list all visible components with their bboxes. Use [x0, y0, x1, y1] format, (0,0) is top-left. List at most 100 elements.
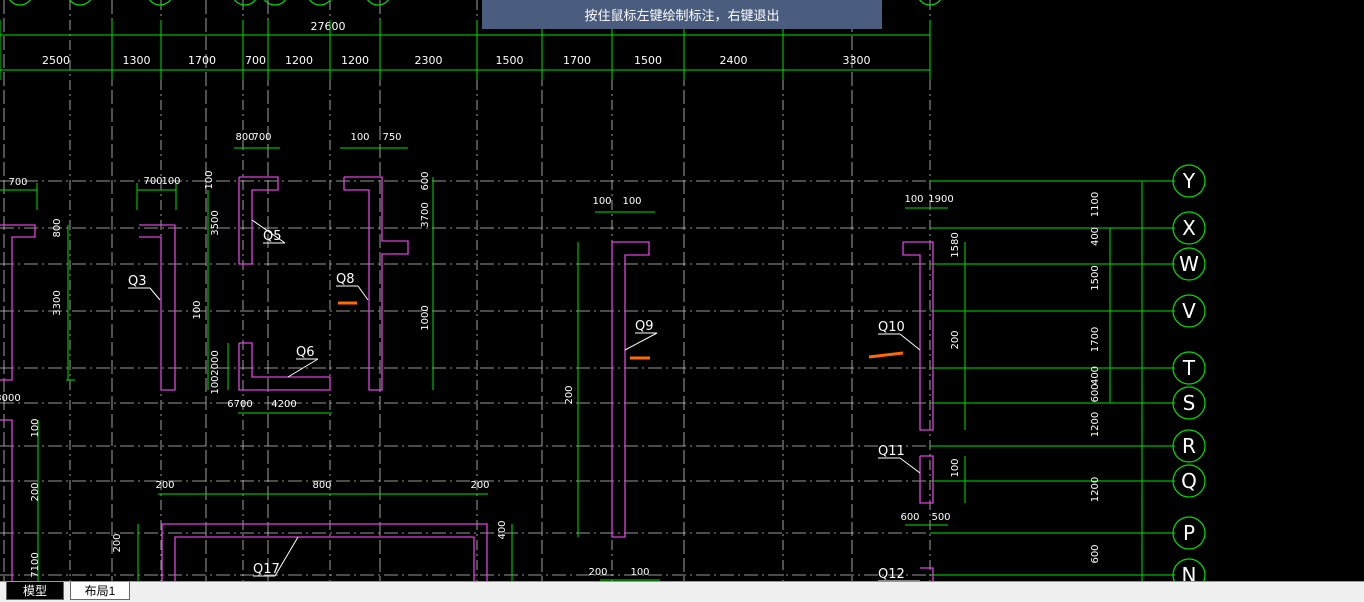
local-dimension-text: 100 [204, 170, 215, 189]
axis-bubble [1172, 351, 1206, 385]
local-dimension-text: 500 [931, 512, 950, 523]
local-dimension-text: 1000 [420, 305, 431, 330]
local-dimension-text: 200 [564, 385, 575, 404]
wall-label-leader [357, 285, 369, 301]
local-dimension-text: 750 [382, 132, 401, 143]
local-dimension-text: 100 [630, 567, 649, 578]
dimension-text-right: 600 [1090, 383, 1101, 402]
axis-bubble [1172, 558, 1206, 581]
axis-bubble-label: V [1182, 299, 1196, 323]
local-dimension-text: 3700 [420, 202, 431, 227]
axis-bubble-label: R [1182, 434, 1196, 458]
dimension-text-top: 1500 [496, 54, 524, 67]
local-dimension-text: 1900 [928, 194, 953, 205]
wall-label: Q6 [296, 345, 315, 360]
wall-label: Q17 [253, 562, 280, 577]
dimension-text-top: 1300 [123, 54, 151, 67]
tab-layout1[interactable]: 布局1 [70, 582, 130, 600]
wall-label-leader [624, 332, 658, 351]
axis-bubble [919, 0, 941, 6]
dimension-text-top: 700 [245, 54, 266, 67]
axis-bubble [234, 0, 256, 6]
dimension-text-top: 2500 [42, 54, 70, 67]
dimension-text-right: 1200 [1090, 412, 1101, 437]
local-dimension-text: 3300 [52, 290, 63, 315]
axis-bubble-label: X [1182, 216, 1196, 240]
wall-label-leader [251, 219, 286, 244]
wall-label-leader [899, 333, 921, 351]
dimension-text-top: 1700 [188, 54, 216, 67]
axis-bubble [367, 0, 389, 6]
local-dimension-text: 2000 [210, 350, 221, 375]
axis-bubble [1172, 429, 1206, 463]
wall-label-leader [287, 358, 319, 378]
local-dimension-text: 700 [8, 177, 27, 188]
wall-outline [611, 241, 650, 538]
axis-bubble-label: P [1183, 521, 1195, 545]
local-dimension-text: 700 [143, 176, 162, 187]
local-dimension-text: 100 [192, 300, 203, 319]
wall-outline [343, 176, 409, 391]
local-dimension-text: 200 [112, 533, 123, 552]
local-dimension-text: 100 [622, 196, 641, 207]
axis-bubble [264, 0, 286, 6]
local-dimension-text: 7100 [30, 552, 41, 577]
dimension-text-top: 2300 [415, 54, 443, 67]
axis-bubble-label: Q [1181, 469, 1197, 493]
highlight-mark [868, 351, 904, 359]
wall-label: Q5 [263, 229, 282, 244]
wall-label: Q12 [878, 567, 905, 581]
wall-label-leader [274, 536, 299, 577]
local-dimension-text: 100 [30, 418, 41, 437]
wall-label-leader [899, 457, 921, 474]
axis-bubble-label: S [1183, 391, 1196, 415]
tab-model[interactable]: 模型 [6, 582, 64, 600]
local-dimension-text: 400 [497, 520, 508, 539]
axis-bubble [1172, 464, 1206, 498]
wall-outline [161, 523, 488, 581]
local-dimension-text: 200 [950, 330, 961, 349]
local-dimension-text: 200 [470, 480, 489, 491]
axis-bubble [9, 0, 31, 6]
wall-outline [139, 224, 176, 391]
local-dimension-text: 700 [252, 132, 271, 143]
axis-bubble [1172, 386, 1206, 420]
local-dimension-text: 800 [235, 132, 254, 143]
tab-layout1-label: 布局1 [84, 584, 116, 598]
axis-bubble-label: N [1182, 563, 1197, 581]
dimension-text-top: 1200 [285, 54, 313, 67]
local-dimension-text: 3000 [0, 393, 21, 404]
axis-bubble [1172, 294, 1206, 328]
command-tip-text: 按住鼠标左键绘制标注，右键退出 [584, 8, 780, 23]
axis-bubble-label: W [1179, 252, 1199, 276]
dimension-text-right: 1100 [1090, 192, 1101, 217]
axis-bubble [1172, 211, 1206, 245]
wall-outline [0, 419, 13, 581]
wall-outline [902, 241, 934, 431]
command-tip-banner: 按住鼠标左键绘制标注，右键退出 [482, 0, 882, 29]
wall-label: Q9 [635, 319, 654, 334]
local-dimension-text: 600 [900, 512, 919, 523]
local-dimension-text: 800 [312, 480, 331, 491]
wall-label-leader [149, 287, 161, 301]
wall-outline [238, 176, 279, 265]
local-dimension-text: 3500 [210, 210, 221, 235]
dimension-text-right: 400 [1090, 366, 1101, 385]
layout-tab-bar: 模型 布局1 [0, 581, 1364, 602]
local-dimension-text: 200 [588, 567, 607, 578]
local-dimension-text: 100 [161, 176, 180, 187]
local-dimension-text: 6700 [227, 399, 252, 410]
local-dimension-text: 100 [350, 132, 369, 143]
local-dimension-text: 1580 [950, 232, 961, 257]
axis-bubble [149, 0, 171, 6]
dimension-text-right: 1500 [1090, 265, 1101, 290]
wall-label: Q8 [336, 272, 355, 287]
dimension-text-right: 400 [1090, 227, 1101, 246]
dimension-text-right: 1700 [1090, 327, 1101, 352]
dimension-text-right: 1200 [1090, 477, 1101, 502]
local-dimension-text: 4200 [271, 399, 296, 410]
local-dimension-text: 100 [950, 458, 961, 477]
wall-label: Q3 [128, 274, 147, 289]
wall-outline [920, 567, 934, 581]
